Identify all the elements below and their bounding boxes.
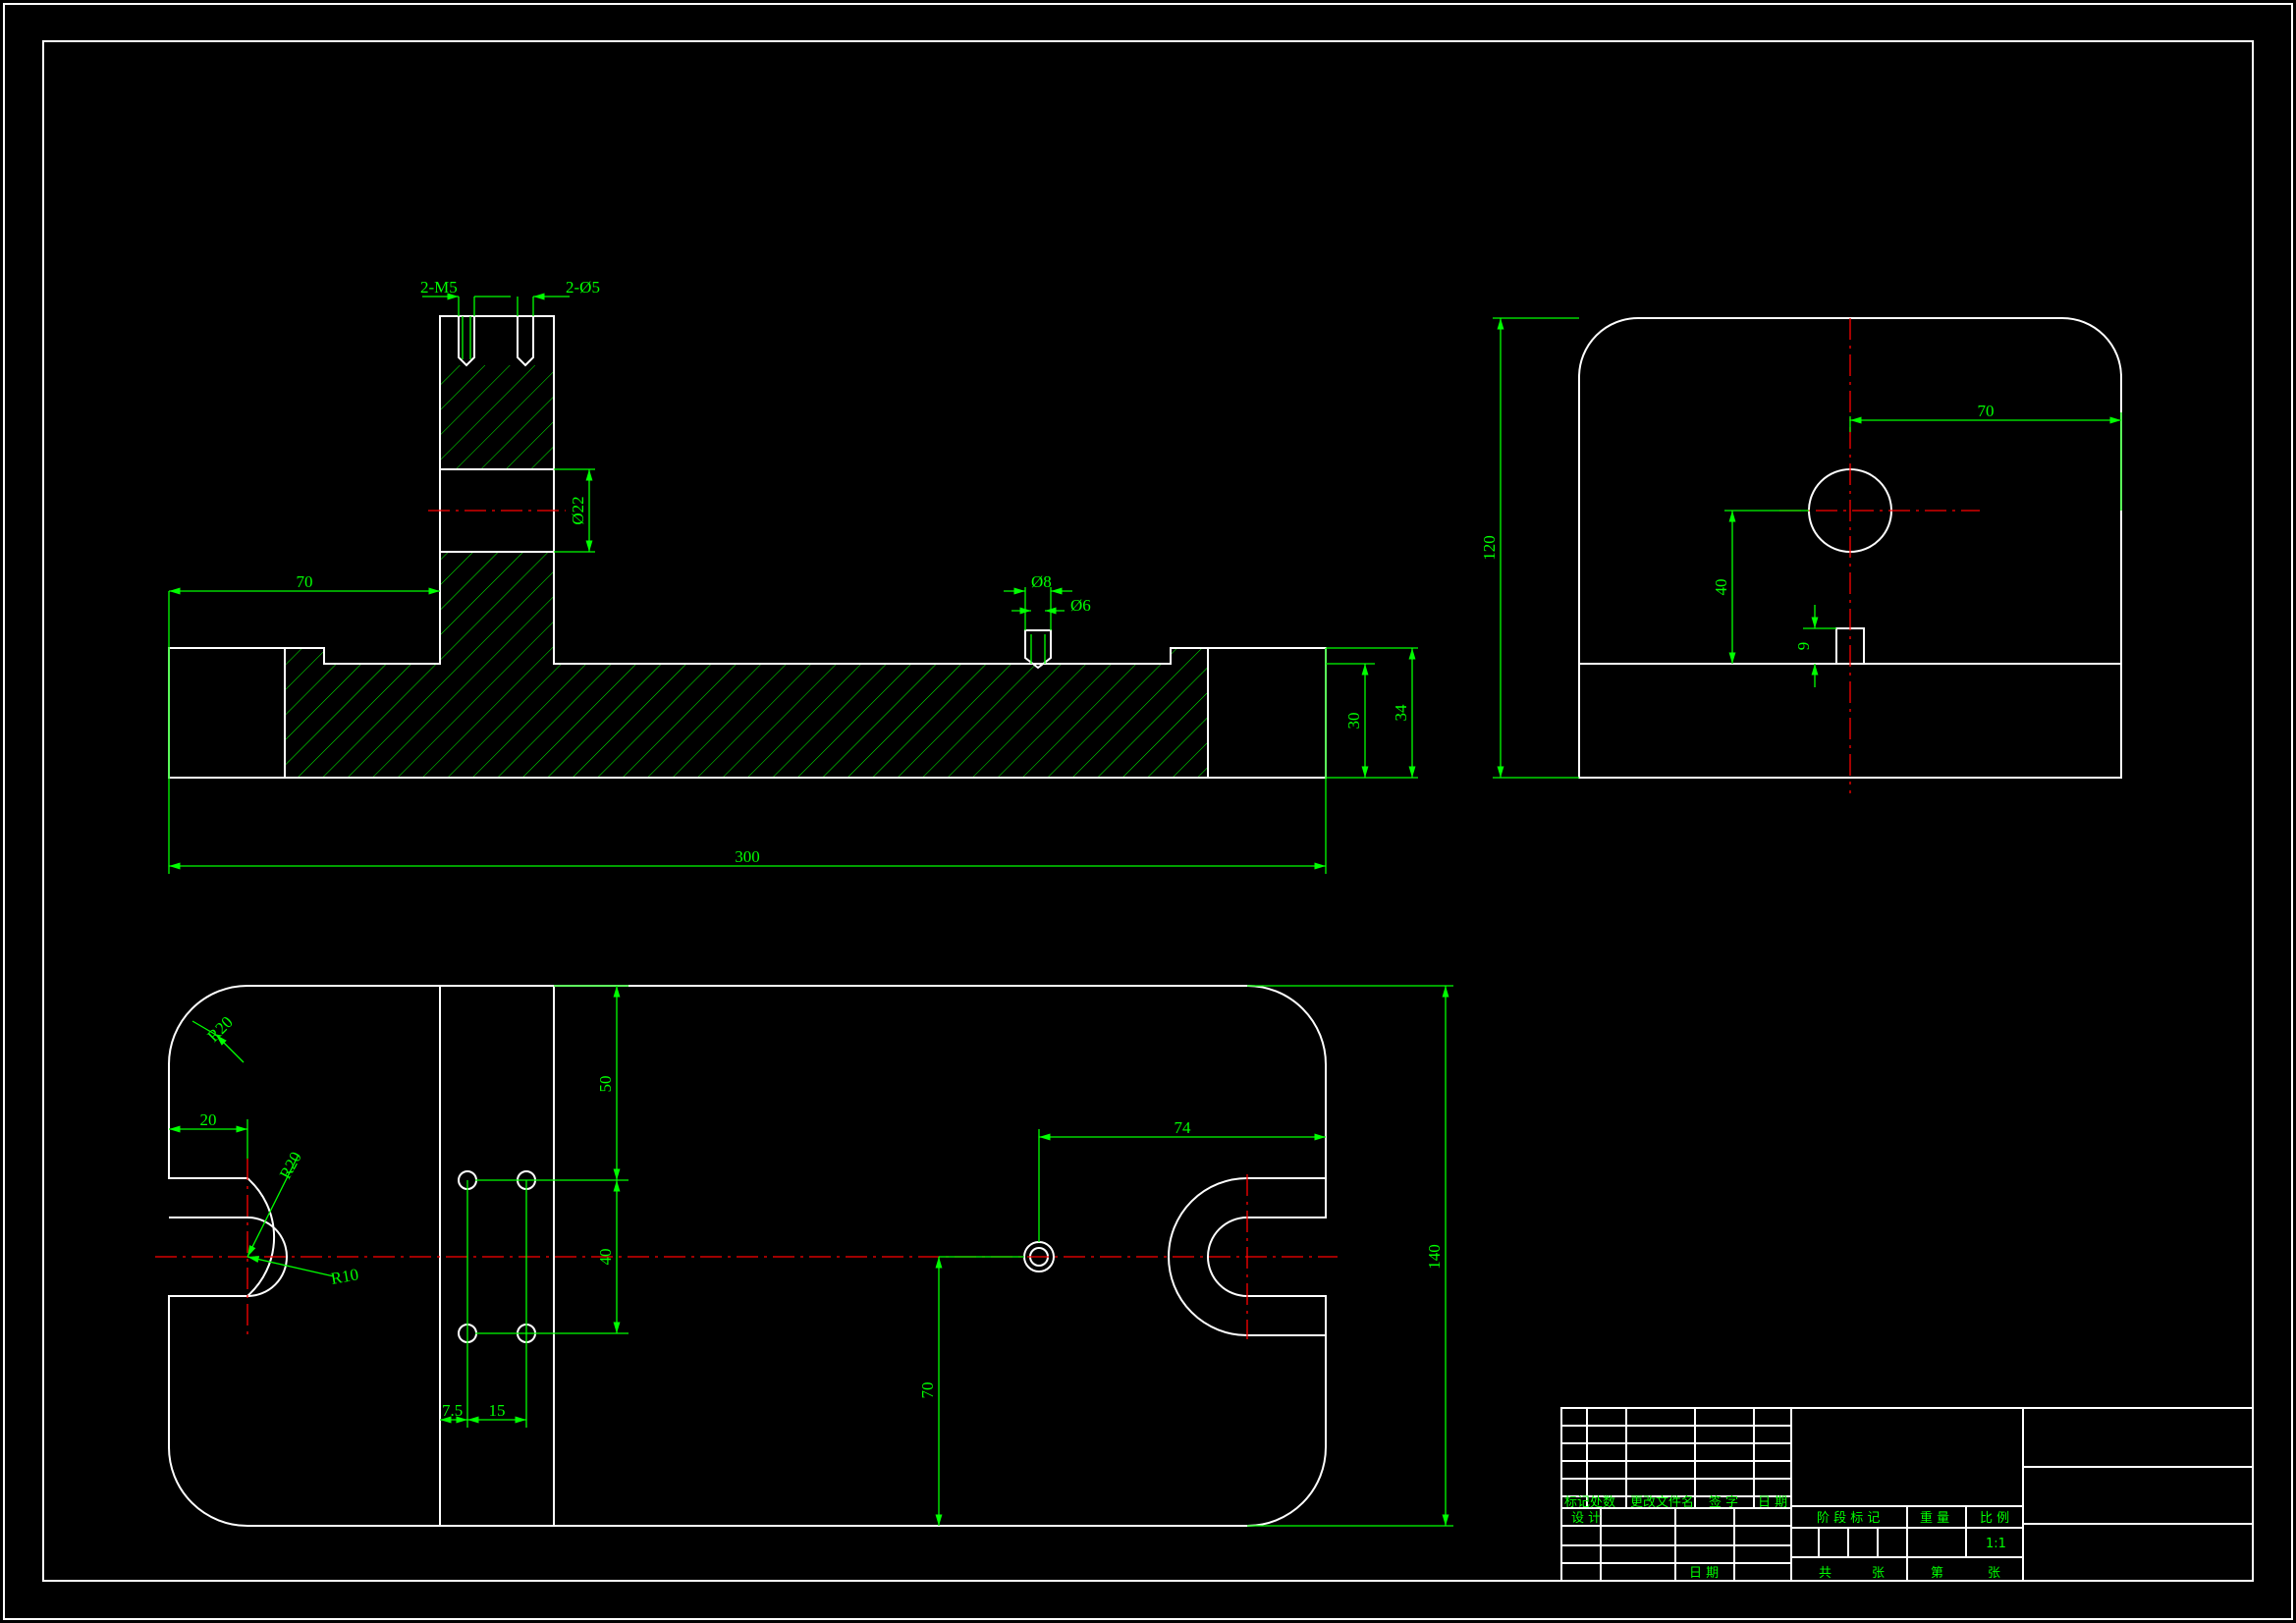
tb-date: 日 期 [1689, 1566, 1719, 1581]
tb-label-count: 处数 [1590, 1495, 1615, 1510]
bore-dia-dim: Ø22 [569, 496, 587, 524]
thread-hole-right [517, 316, 534, 367]
hole-right-offset-dim: 74 [1175, 1118, 1192, 1137]
left-slot-inner [169, 1217, 288, 1297]
tb-sheet-suffix: 张 [1988, 1566, 2000, 1581]
tb-designer: 设 计 [1571, 1511, 1601, 1526]
slot-inner-radius-dim: R10 [329, 1265, 359, 1288]
thread-callout: 2-M5 [420, 278, 458, 297]
side-view: 120 70 40 9 [1480, 317, 2122, 793]
small-hole-gap [1025, 628, 1051, 664]
tb-label-mark: 标记 [1564, 1495, 1590, 1510]
tb-stage-mark: 阶 段 标 记 [1817, 1511, 1880, 1526]
tb-label-date: 日 期 [1758, 1495, 1787, 1510]
front-section-hatch [285, 316, 1208, 778]
hole-top-dim: 50 [596, 1076, 615, 1093]
tb-scale: 比 例 [1980, 1511, 2009, 1526]
revision-grid [1561, 1408, 1791, 1581]
left-offset-dim: 70 [297, 572, 313, 591]
slot-radius-dim: R20 [276, 1149, 305, 1182]
corner-radius-dim: R20 [203, 1012, 236, 1045]
tb-total: 共 [1819, 1566, 1831, 1581]
title-block: 标记 处数 更改文件名 签 字 日 期 设 计 日 期 阶 段 标 记 重 量 … [1560, 1407, 2254, 1582]
right-slot-outer [1168, 1177, 1326, 1336]
hole-x1-dim: 7.5 [442, 1401, 463, 1420]
front-view: 300 70 30 34 Ø22 2-M5 2-Ø5 Ø8 Ø6 [168, 278, 1418, 874]
side-hole-height-dim: 40 [1712, 579, 1730, 596]
hole-spacing-v-dim: 40 [596, 1249, 615, 1266]
step-height-dim: 34 [1392, 704, 1410, 722]
top-view: R20 20 R20 R10 50 40 7.5 15 70 74 140 [155, 985, 1453, 1527]
outer-border [3, 3, 2293, 1620]
pin-callout: 2-Ø5 [566, 278, 600, 297]
thread-hole-left [458, 316, 475, 367]
side-hole-offset-dim: 70 [1978, 402, 1995, 420]
tb-sheets: 张 [1872, 1566, 1885, 1581]
small-pin-dia-dim: Ø6 [1070, 596, 1091, 615]
tb-label-file: 更改文件名 [1630, 1494, 1694, 1510]
small-hole-dia-dim: Ø8 [1031, 572, 1052, 591]
side-pin-height-dim: 9 [1794, 642, 1813, 651]
slot-offset-dim: 20 [200, 1110, 217, 1129]
tb-scale-value: 1:1 [1986, 1537, 2006, 1551]
tb-sheet-no: 第 [1931, 1566, 1943, 1581]
tb-label-sign: 签 字 [1709, 1494, 1738, 1510]
side-height-dim: 120 [1480, 535, 1499, 561]
base-height-dim: 30 [1344, 713, 1363, 730]
tb-weight: 重 量 [1920, 1510, 1949, 1526]
top-outline [168, 985, 1327, 1527]
bore-gap [441, 469, 553, 552]
overall-width-dim: 140 [1425, 1244, 1444, 1270]
hole-lower-dim: 70 [918, 1382, 937, 1399]
inner-border [42, 40, 2254, 1582]
overall-length-dim: 300 [735, 847, 760, 866]
hole-x2-dim: 15 [489, 1401, 506, 1420]
side-outline [1578, 317, 2122, 779]
